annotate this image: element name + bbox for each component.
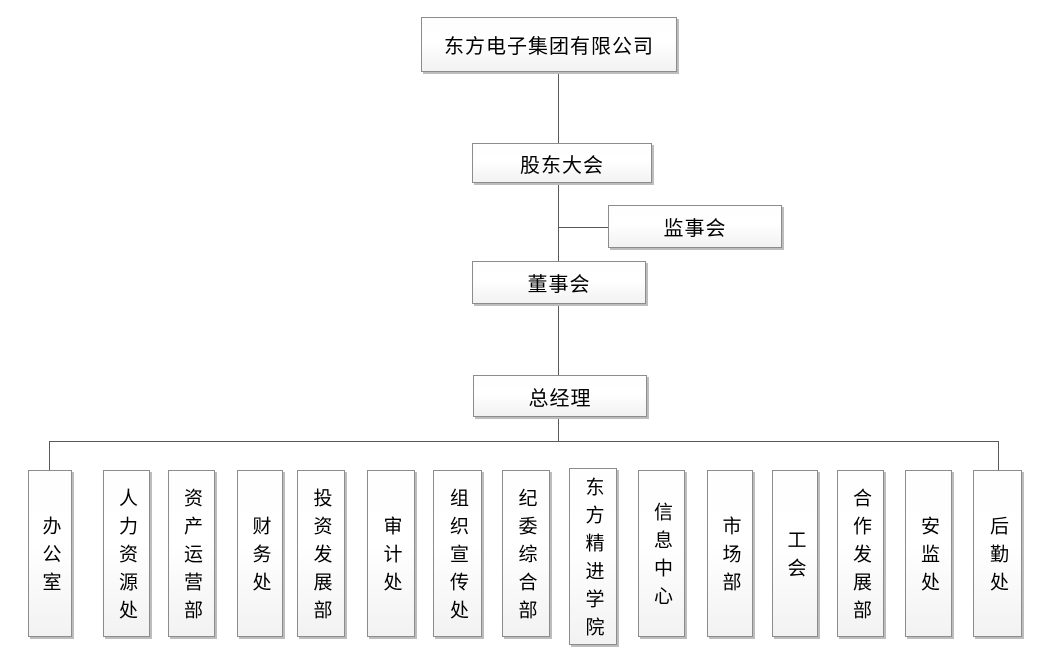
department-label: 安监处 bbox=[918, 516, 939, 600]
connector-bus-left-drop bbox=[49, 441, 50, 470]
department-box-9: 东方精进学院 bbox=[569, 468, 617, 645]
company-label: 东方电子集团有限公司 bbox=[444, 36, 654, 58]
department-box-14: 安监处 bbox=[905, 470, 952, 637]
department-box-5: 投资发展部 bbox=[297, 470, 345, 637]
department-label: 后勤处 bbox=[987, 516, 1008, 600]
department-label: 信息中心 bbox=[651, 502, 672, 614]
department-label: 审计处 bbox=[380, 516, 402, 600]
shareholders-meeting-box: 股东大会 bbox=[472, 143, 652, 183]
connector-supervisory-branch bbox=[558, 227, 608, 228]
department-label: 资产运营部 bbox=[181, 488, 202, 628]
department-box-7: 组织宣传处 bbox=[433, 470, 482, 637]
connector-bus-right-drop bbox=[998, 441, 999, 470]
connector-company-shareholders bbox=[558, 72, 559, 143]
department-box-15: 后勤处 bbox=[973, 470, 1022, 637]
connector-shareholders-board bbox=[558, 183, 559, 261]
connector-departments-bus bbox=[49, 441, 999, 442]
department-box-1: 办公室 bbox=[28, 470, 72, 637]
department-box-10: 信息中心 bbox=[638, 470, 685, 637]
connector-board-gm bbox=[558, 304, 559, 375]
department-box-13: 合作发展部 bbox=[837, 470, 884, 637]
board-of-directors-label: 董事会 bbox=[527, 274, 591, 296]
department-box-3: 资产运营部 bbox=[168, 470, 215, 637]
department-label: 市场部 bbox=[719, 516, 741, 600]
department-label: 组织宣传处 bbox=[447, 488, 468, 628]
connector-gm-bus bbox=[558, 417, 559, 441]
department-label: 办公室 bbox=[39, 516, 61, 600]
supervisory-board-box: 监事会 bbox=[608, 205, 782, 248]
company-box: 东方电子集团有限公司 bbox=[421, 17, 677, 72]
department-label: 纪委综合部 bbox=[515, 488, 537, 628]
department-label: 财务处 bbox=[249, 516, 271, 600]
supervisory-board-label: 监事会 bbox=[663, 218, 727, 240]
shareholders-meeting-label: 股东大会 bbox=[520, 154, 604, 177]
department-box-11: 市场部 bbox=[707, 470, 753, 637]
department-box-4: 财务处 bbox=[237, 470, 283, 637]
department-label: 合作发展部 bbox=[850, 488, 871, 628]
general-manager-label: 总经理 bbox=[528, 387, 592, 410]
department-label: 工会 bbox=[784, 530, 806, 586]
general-manager-box: 总经理 bbox=[473, 375, 647, 417]
board-of-directors-box: 董事会 bbox=[472, 261, 646, 304]
department-box-6: 审计处 bbox=[367, 470, 415, 637]
department-label: 东方精进学院 bbox=[582, 477, 604, 645]
department-box-2: 人力资源处 bbox=[103, 470, 150, 637]
department-label: 人力资源处 bbox=[116, 488, 137, 628]
department-box-8: 纪委综合部 bbox=[502, 470, 550, 637]
department-label: 投资发展部 bbox=[310, 488, 332, 628]
department-box-12: 工会 bbox=[772, 470, 818, 637]
